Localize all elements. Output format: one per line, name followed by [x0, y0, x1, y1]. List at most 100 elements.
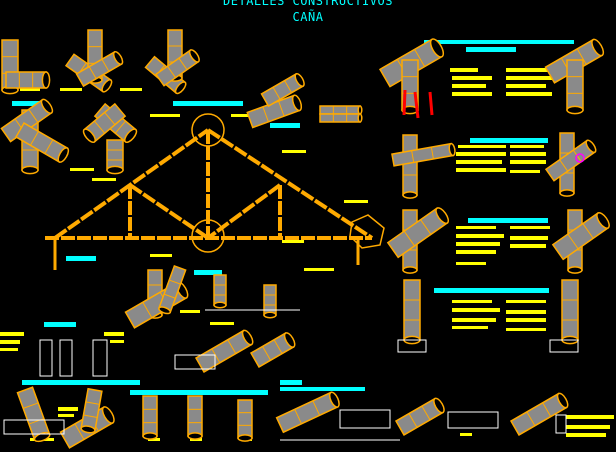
note-text-block — [0, 332, 24, 336]
bamboo-culm — [237, 399, 253, 442]
heading-bar — [12, 101, 40, 106]
center-joint-detail-circle — [191, 219, 225, 253]
note-text-block — [506, 84, 546, 88]
truss-member — [206, 128, 374, 240]
bamboo-culm — [561, 279, 579, 345]
bamboo-culm — [142, 395, 158, 440]
heading-bar — [424, 40, 574, 44]
note-text-block — [566, 415, 614, 419]
note-text-block — [510, 236, 548, 240]
note-text-block — [344, 200, 368, 203]
bamboo-culm — [158, 264, 187, 315]
heading-bar — [66, 256, 96, 261]
bamboo-culm — [275, 391, 340, 434]
note-text-block — [456, 262, 486, 265]
heading-bar — [44, 322, 76, 327]
note-text-block — [456, 160, 502, 164]
note-text-block — [566, 425, 610, 429]
bamboo-culm — [402, 134, 418, 199]
note-text-block — [282, 150, 306, 153]
bamboo-culm — [263, 284, 277, 319]
note-text-block — [104, 332, 124, 336]
eave-joint-detail-outline — [349, 214, 385, 249]
heading-bar — [173, 101, 243, 106]
note-text-block — [452, 318, 496, 322]
note-text-block — [58, 414, 74, 417]
truss-member — [128, 183, 210, 240]
note-text-block — [60, 88, 82, 91]
lashing-detail — [413, 91, 420, 119]
bamboo-culm — [551, 211, 610, 261]
note-text-block — [456, 234, 504, 238]
note-text-block — [450, 68, 478, 72]
note-text-block — [460, 433, 472, 436]
bamboo-culm — [319, 113, 363, 123]
heading-bar — [130, 390, 268, 395]
heading-bar — [280, 380, 302, 385]
note-text-block — [148, 438, 160, 441]
bamboo-culm — [394, 397, 445, 436]
note-text-block — [452, 76, 492, 80]
note-text-block — [456, 168, 506, 172]
bamboo-culm — [16, 386, 51, 443]
bamboo-culm — [249, 332, 296, 368]
note-text-block — [506, 92, 552, 96]
bamboo-culm — [154, 49, 200, 87]
note-text-block — [452, 300, 492, 303]
bamboo-culm — [319, 105, 363, 115]
note-text-block — [510, 145, 544, 148]
note-text-block — [506, 68, 550, 72]
bamboo-culm — [213, 274, 227, 309]
note-text-block — [566, 433, 606, 437]
heading-bar — [270, 123, 300, 128]
base-plate — [549, 339, 579, 353]
heading-bar — [466, 47, 516, 52]
base-plate — [339, 409, 391, 429]
note-text-block — [452, 308, 500, 312]
base-plate — [59, 339, 73, 377]
bamboo-culm — [75, 50, 124, 88]
bamboo-culm — [14, 122, 70, 163]
sheet-title: DETALLES CONSTRUCTIVOS — [223, 0, 393, 8]
base-plate — [447, 411, 499, 429]
bamboo-culm — [80, 387, 103, 434]
note-text-block — [510, 170, 540, 173]
note-text-block — [70, 168, 94, 171]
base-plate — [174, 354, 216, 370]
note-text-block — [452, 326, 488, 329]
note-text-block — [150, 254, 172, 257]
note-text-block — [506, 300, 546, 303]
note-text-block — [120, 88, 142, 91]
heading-bar — [280, 387, 365, 391]
note-text-block — [506, 318, 546, 322]
bolt-detail — [575, 153, 585, 163]
note-text-block — [0, 340, 20, 344]
bamboo-culm — [386, 207, 450, 259]
note-text-block — [210, 322, 234, 325]
note-text-block — [458, 145, 506, 148]
bamboo-culm — [391, 142, 456, 167]
bamboo-culm — [260, 72, 305, 108]
bamboo-culm — [509, 392, 569, 436]
heading-bar — [434, 288, 549, 293]
note-text-block — [506, 328, 546, 331]
note-text-block — [92, 178, 116, 181]
truss-member — [206, 183, 282, 240]
note-text-block — [510, 152, 546, 156]
note-text-block — [20, 88, 40, 91]
bamboo-culm — [82, 102, 127, 144]
note-text-block — [456, 242, 500, 246]
bamboo-culm — [566, 59, 584, 115]
bamboo-culm — [544, 139, 597, 182]
note-text-block — [452, 84, 486, 88]
note-text-block — [452, 92, 492, 96]
heading-bar — [468, 218, 548, 223]
note-text-block — [456, 152, 506, 156]
base-plate — [39, 339, 53, 377]
note-text-block — [282, 240, 304, 243]
bamboo-culm — [5, 71, 51, 89]
note-text-block — [0, 348, 18, 351]
note-text-block — [510, 160, 546, 164]
bamboo-culm — [106, 139, 124, 175]
bamboo-culm — [194, 329, 254, 373]
